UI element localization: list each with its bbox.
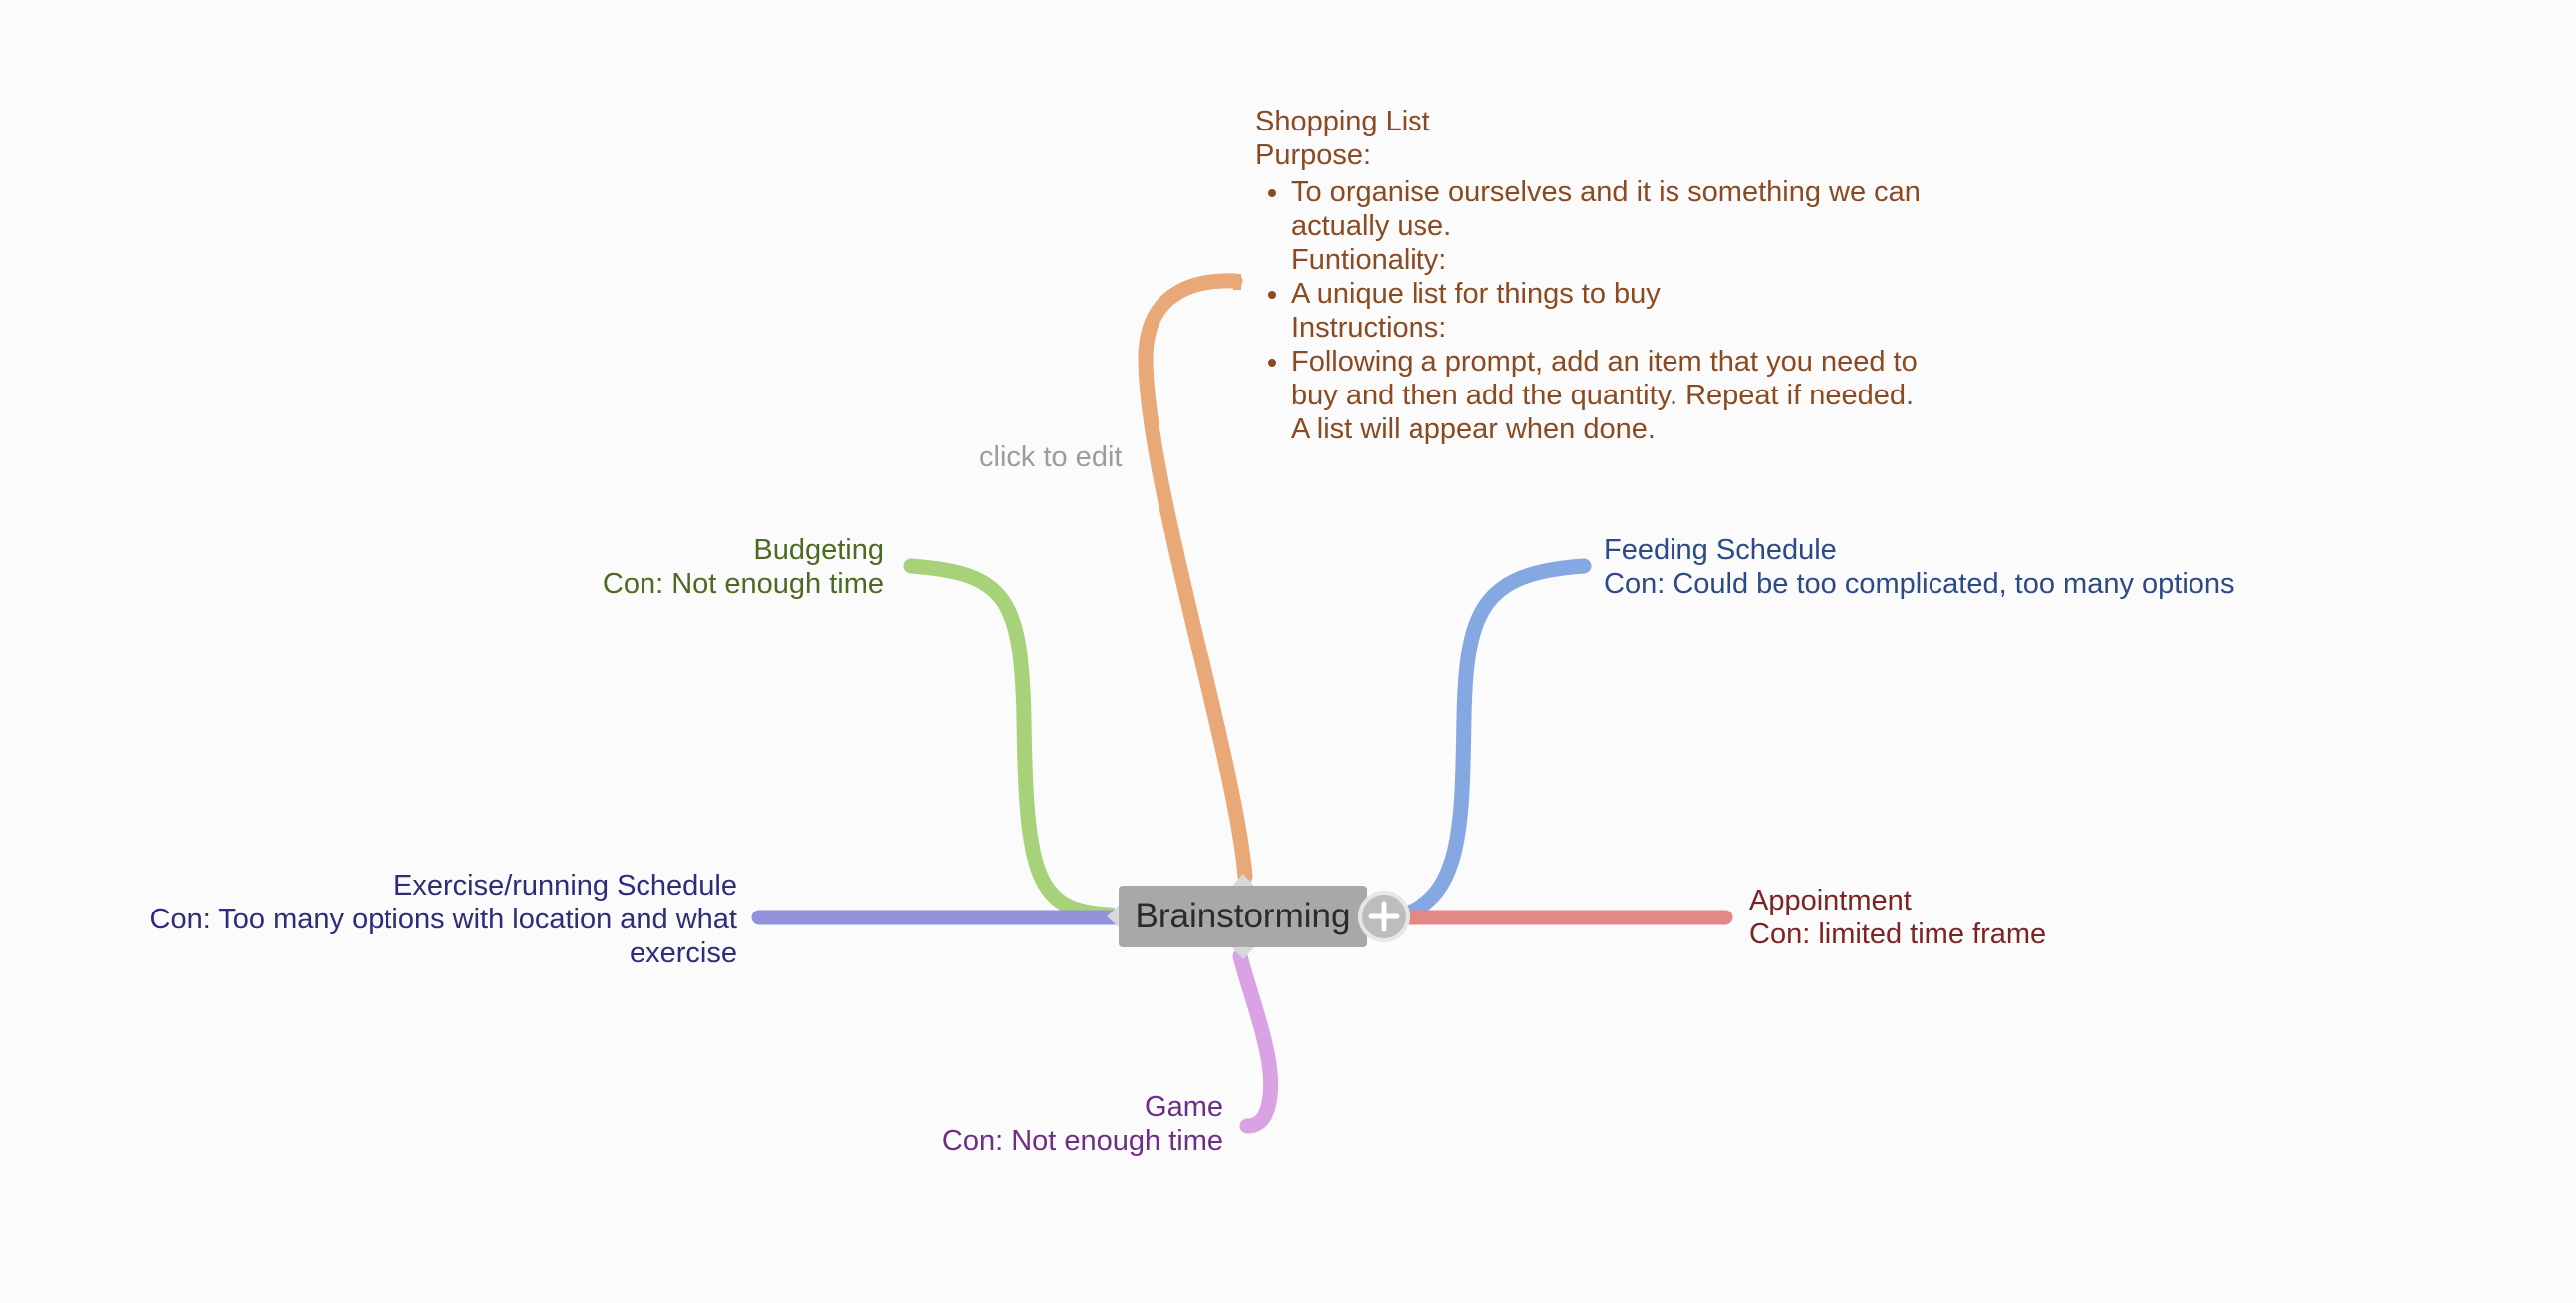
- branch-game[interactable]: [1232, 948, 1279, 1134]
- branch-shopping-list[interactable]: [1138, 273, 1253, 885]
- central-topic-bottom-notch: [1232, 947, 1254, 959]
- node-shopping-list-title: Shopping List: [1255, 106, 1430, 137]
- node-budgeting[interactable]: Budgeting Con: Not enough time: [603, 533, 884, 601]
- central-topic[interactable]: Brainstorming: [1107, 874, 1367, 959]
- list-item: Following a prompt, add an item that you…: [1291, 345, 1921, 446]
- add-node-button[interactable]: [1358, 891, 1410, 942]
- central-topic-label: Brainstorming: [1135, 897, 1351, 935]
- node-appointment-detail: Con: limited time frame: [1749, 918, 2047, 950]
- node-exercise-schedule-detail-2: exercise: [630, 937, 737, 969]
- node-shopping-list[interactable]: Shopping List Purpose: To organise ourse…: [1255, 105, 1921, 446]
- click-to-edit-hint: click to edit: [979, 441, 1123, 473]
- node-game[interactable]: Game Con: Not enough time: [942, 1090, 1223, 1158]
- node-feeding-schedule[interactable]: Feeding Schedule Con: Could be too compl…: [1604, 533, 2235, 601]
- node-exercise-schedule-detail-1: Con: Too many options with location and …: [149, 904, 738, 935]
- node-budgeting-title: Budgeting: [753, 534, 884, 566]
- shopping-list-bullets: To organise ourselves and it is somethin…: [1255, 175, 1921, 446]
- node-appointment[interactable]: Appointment Con: limited time frame: [1749, 884, 2046, 951]
- list-item: To organise ourselves and it is somethin…: [1291, 175, 1921, 277]
- central-topic-top-notch: [1232, 874, 1254, 886]
- node-appointment-title: Appointment: [1749, 885, 1912, 916]
- node-exercise-schedule-title: Exercise/running Schedule: [393, 870, 737, 902]
- central-topic-left-notch: [1107, 906, 1119, 927]
- list-item: A unique list for things to buy Instruct…: [1291, 277, 1921, 345]
- branch-budgeting[interactable]: [903, 558, 1119, 922]
- node-shopping-list-purpose-label: Purpose:: [1255, 139, 1372, 171]
- branch-feeding-schedule[interactable]: [1395, 558, 1592, 922]
- plus-icon: [1368, 901, 1400, 932]
- node-feeding-schedule-detail: Con: Could be too complicated, too many …: [1604, 568, 2235, 600]
- node-game-detail: Con: Not enough time: [941, 1125, 1223, 1157]
- node-game-title: Game: [1145, 1091, 1223, 1123]
- node-budgeting-detail: Con: Not enough time: [602, 568, 884, 600]
- node-feeding-schedule-title: Feeding Schedule: [1604, 534, 1837, 566]
- node-exercise-schedule[interactable]: Exercise/running Schedule Con: Too many …: [150, 869, 738, 970]
- branch-shopping-list-tip: [1233, 274, 1241, 290]
